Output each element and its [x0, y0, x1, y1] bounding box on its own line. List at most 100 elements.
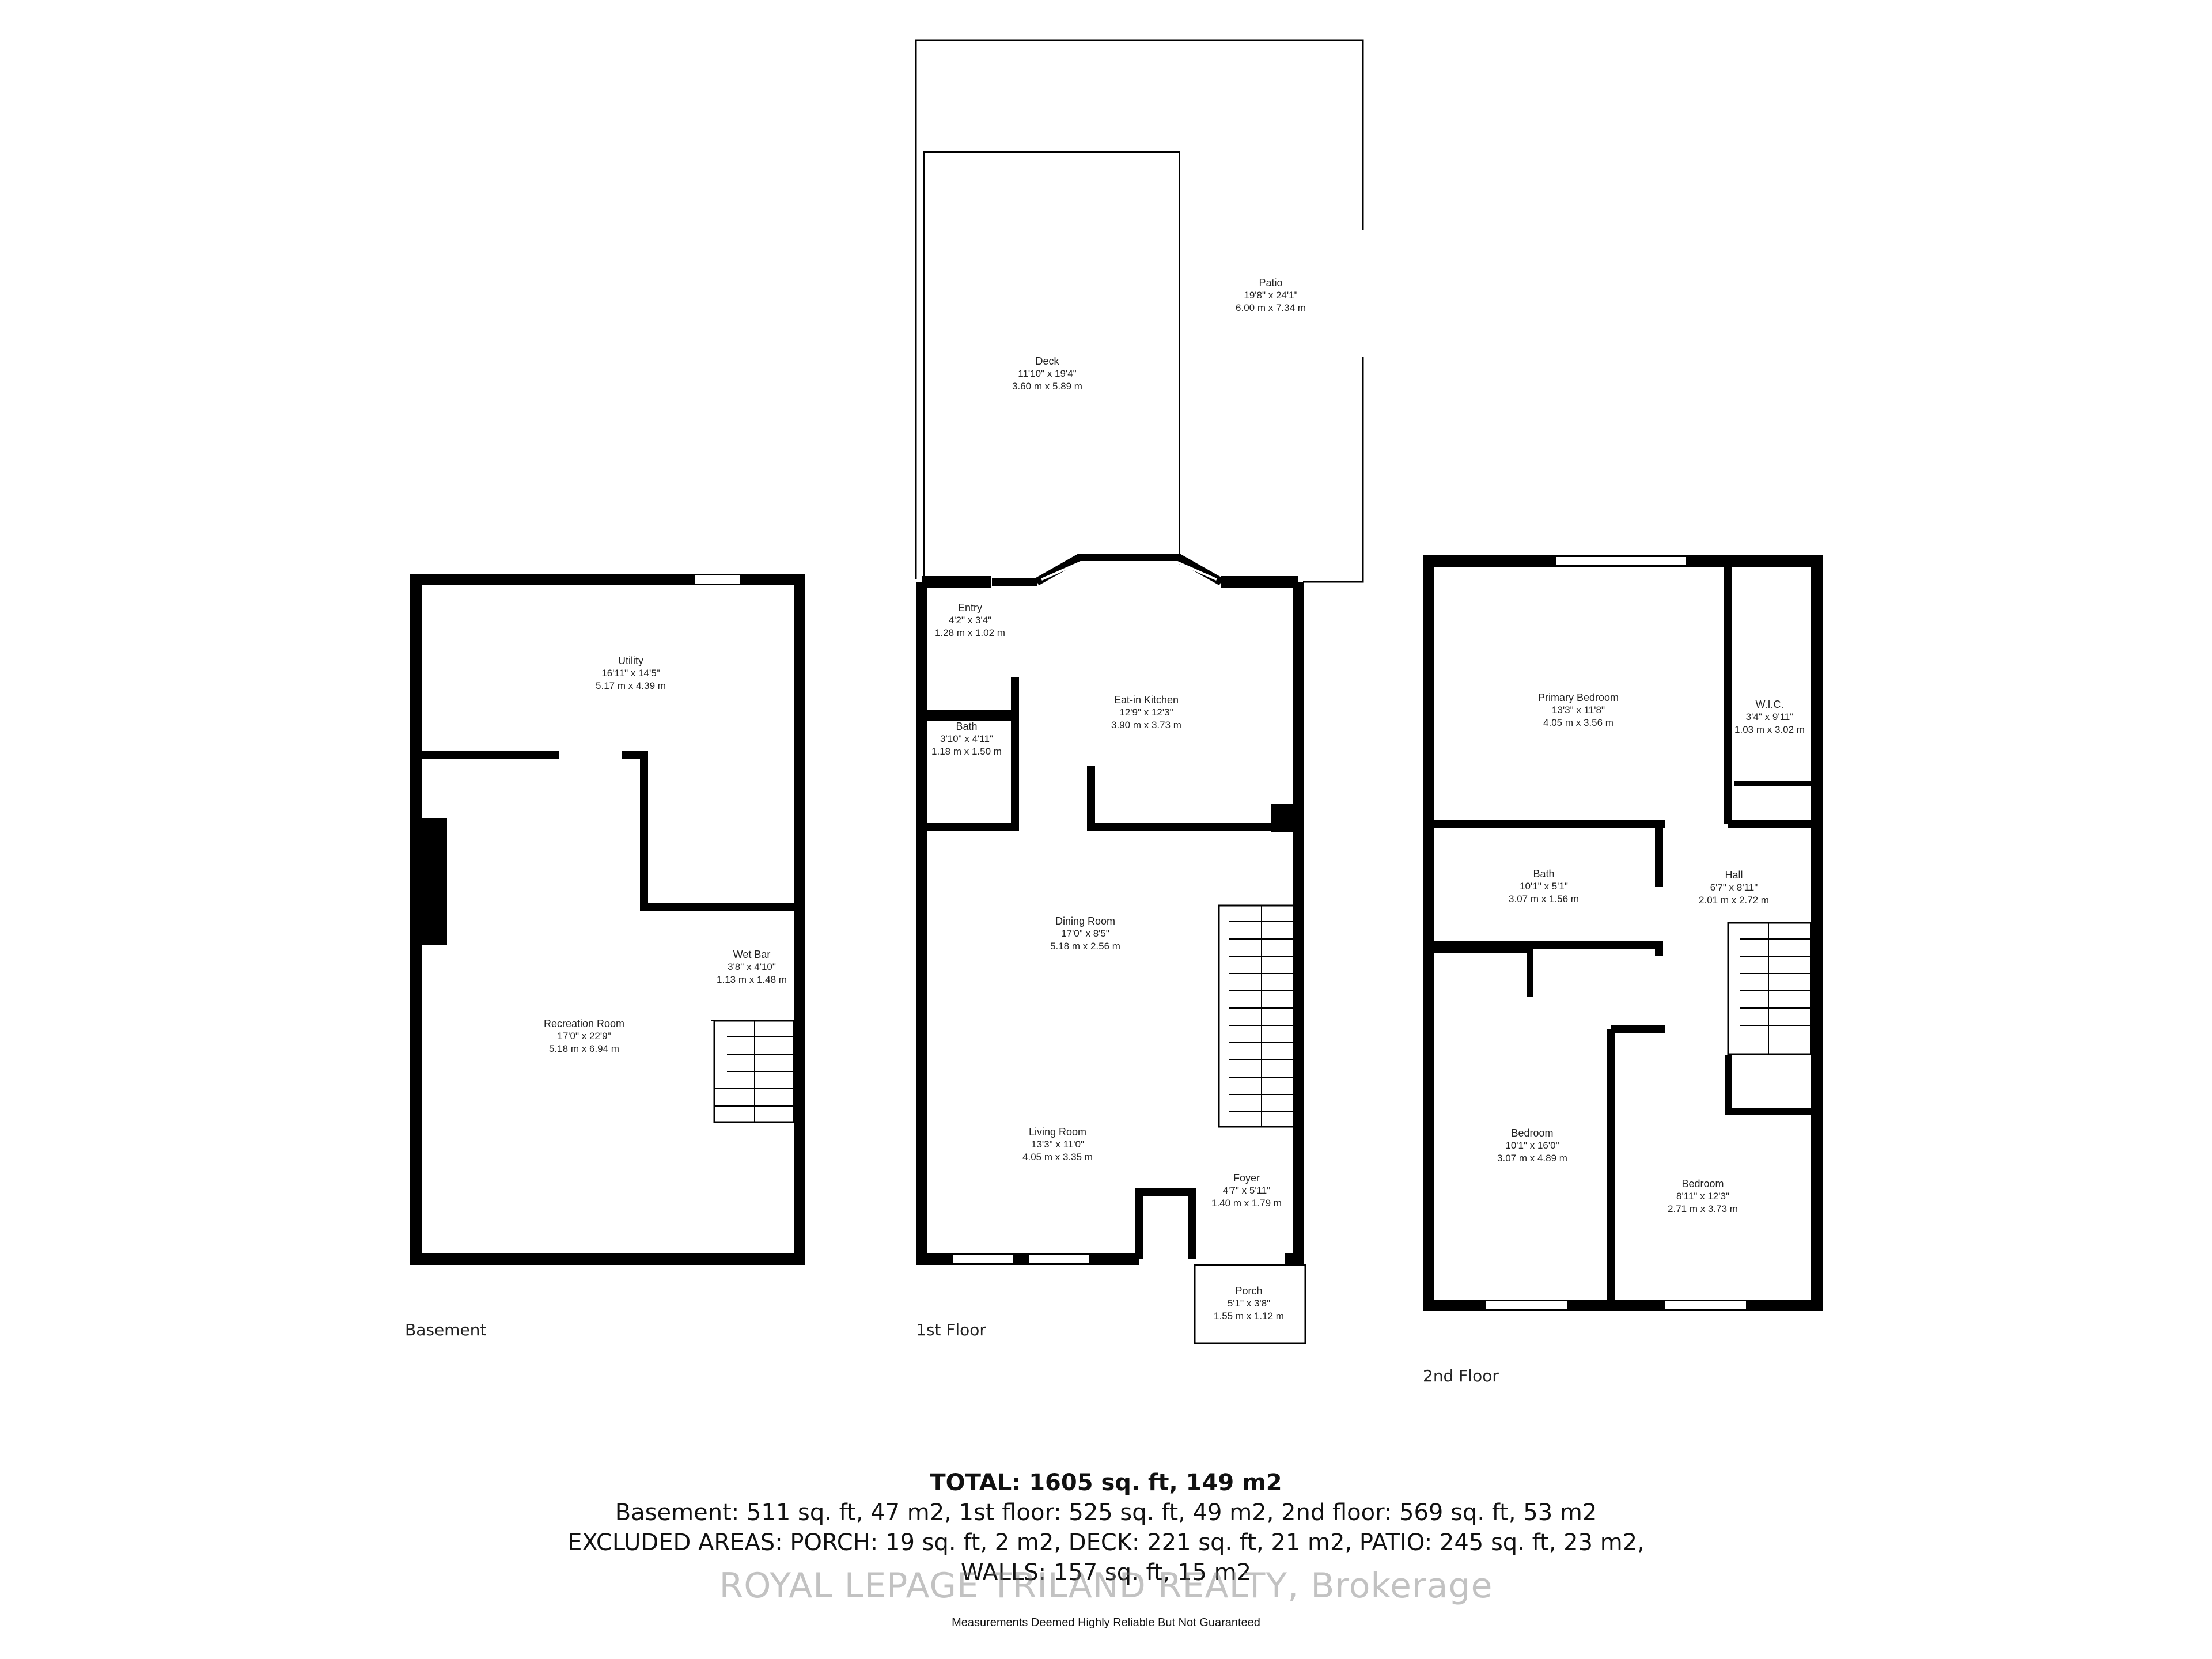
first-floor-outer-wall-right: [1285, 582, 1304, 1265]
room-label-entry: Entry 4'2" x 3'4" 1.28 m x 1.02 m: [935, 601, 1005, 639]
room-name: Bedroom: [1511, 1127, 1554, 1139]
first-floor-plan: [915, 39, 1364, 1344]
room-size-imperial: 8'11" x 12'3": [1676, 1191, 1729, 1202]
room-size-metric: 3.60 m x 5.89 m: [1012, 381, 1082, 392]
kitchen-pillar: [1271, 804, 1298, 832]
area-summary: TOTAL: 1605 sq. ft, 149 m2 Basement: 511…: [0, 1468, 2212, 1588]
room-size-imperial: 4'7" x 5'11": [1222, 1185, 1271, 1196]
room-size-imperial: 3'10" x 4'11": [940, 733, 993, 744]
room-name: Primary Bedroom: [1537, 692, 1619, 703]
room-label-eat-in-kitchen: Eat-in Kitchen 12'9" x 12'3" 3.90 m x 3.…: [1111, 694, 1181, 732]
room-name: Recreation Room: [543, 1018, 625, 1029]
kitchen-wall: [1087, 766, 1273, 831]
room-size-imperial: 4'2" x 3'4": [948, 615, 992, 626]
room-name: Patio: [1259, 277, 1283, 289]
room-size-metric: 1.13 m x 1.48 m: [717, 974, 787, 985]
room-size-imperial: 10'1" x 16'0": [1505, 1140, 1559, 1151]
primary-window: [1555, 556, 1687, 566]
bedroom1-window: [1484, 1300, 1569, 1310]
room-label-porch: Porch 5'1" x 3'8" 1.55 m x 1.12 m: [1214, 1285, 1284, 1323]
living-window-2: [1028, 1254, 1090, 1264]
room-name: Deck: [1035, 355, 1059, 367]
floor-label-2nd-floor: 2nd Floor: [1423, 1366, 1499, 1385]
fireplace: [422, 818, 447, 945]
room-label-bath-2nd: Bath 10'1" x 5'1" 3.07 m x 1.56 m: [1509, 868, 1579, 906]
room-label-wet-bar: Wet Bar 3'8" x 4'10" 1.13 m x 1.48 m: [717, 948, 787, 986]
room-label-hall: Hall 6'7" x 8'11" 2.01 m x 2.72 m: [1699, 869, 1769, 907]
walls-area: WALLS: 157 sq. ft, 15 m2: [960, 1559, 1252, 1586]
bay-window-glass: [1041, 561, 1217, 581]
room-label-recreation-room: Recreation Room 17'0" x 22'9" 5.18 m x 6…: [544, 1017, 624, 1055]
room-name: Living Room: [1028, 1126, 1087, 1138]
room-size-metric: 3.07 m x 1.56 m: [1509, 893, 1579, 904]
total-area: TOTAL: 1605 sq. ft, 149 m2: [930, 1469, 1282, 1496]
room-size-metric: 1.55 m x 1.12 m: [1214, 1310, 1284, 1321]
foyer-closet-wall: [1135, 1188, 1196, 1259]
excluded-areas: EXCLUDED AREAS: PORCH: 19 sq. ft, 2 m2, …: [567, 1529, 1645, 1556]
room-size-metric: 6.00 m x 7.34 m: [1236, 302, 1306, 313]
room-size-metric: 2.71 m x 3.73 m: [1668, 1203, 1738, 1214]
basement-stair-treads: [714, 1021, 794, 1122]
bay-window: [1035, 554, 1224, 586]
entry-wall: [922, 677, 1019, 718]
room-size-metric: 1.03 m x 3.02 m: [1734, 724, 1805, 735]
room-size-imperial: 16'11" x 14'5": [601, 668, 660, 679]
room-label-foyer: Foyer 4'7" x 5'11" 1.40 m x 1.79 m: [1211, 1172, 1282, 1210]
brokerage-watermark: ROYAL LEPAGE TRILAND REALTY, Brokerage: [719, 1566, 1493, 1606]
room-size-metric: 3.90 m x 3.73 m: [1111, 719, 1181, 730]
room-size-imperial: 17'0" x 22'9": [557, 1031, 611, 1041]
room-size-metric: 2.01 m x 2.72 m: [1699, 895, 1769, 906]
second-floor-outer-wall: [1423, 555, 1823, 1311]
bath-wall: [922, 713, 1019, 831]
room-label-patio: Patio 19'8" x 24'1" 6.00 m x 7.34 m: [1236, 276, 1306, 315]
floor-label-basement: Basement: [405, 1320, 487, 1339]
utility-wall-2: [622, 751, 794, 911]
room-size-metric: 5.18 m x 6.94 m: [549, 1043, 619, 1054]
room-size-metric: 5.17 m x 4.39 m: [596, 680, 666, 691]
room-size-metric: 4.05 m x 3.56 m: [1543, 717, 1613, 728]
room-name: Hall: [1725, 869, 1743, 881]
room-label-primary-bedroom: Primary Bedroom 13'3" x 11'8" 4.05 m x 3…: [1538, 691, 1619, 729]
room-label-bedroom-2: Bedroom 8'11" x 12'3" 2.71 m x 3.73 m: [1668, 1177, 1738, 1215]
basement-plan: [410, 574, 805, 1265]
room-size-imperial: 11'10" x 19'4": [1018, 368, 1077, 379]
room-name: Wet Bar: [733, 949, 771, 960]
room-size-metric: 3.07 m x 4.89 m: [1497, 1153, 1567, 1164]
room-size-imperial: 6'7" x 8'11": [1710, 882, 1758, 893]
floor-label-1st-floor: 1st Floor: [916, 1320, 986, 1339]
room-name: Porch: [1235, 1285, 1263, 1297]
room-name: W.I.C.: [1755, 699, 1784, 710]
room-name: Eat-in Kitchen: [1113, 694, 1179, 706]
room-size-imperial: 19'8" x 24'1": [1244, 290, 1298, 301]
first-floor-stairs: [1218, 904, 1300, 1128]
room-size-imperial: 5'1" x 3'8": [1227, 1298, 1271, 1309]
room-name: Foyer: [1233, 1172, 1260, 1184]
room-label-wic: W.I.C. 3'4" x 9'11" 1.03 m x 3.02 m: [1734, 698, 1805, 736]
room-size-metric: 1.40 m x 1.79 m: [1211, 1198, 1282, 1209]
room-name: Bath: [956, 721, 978, 732]
room-name: Dining Room: [1055, 915, 1116, 927]
room-label-living-room: Living Room 13'3" x 11'0" 4.05 m x 3.35 …: [1022, 1126, 1093, 1164]
patio-outline: [915, 39, 1364, 579]
room-name: Bath: [1533, 868, 1555, 880]
room-size-imperial: 13'3" x 11'0": [1031, 1139, 1084, 1150]
basement-outer-wall: [410, 574, 805, 1265]
measurement-disclaimer: Measurements Deemed Highly Reliable But …: [952, 1616, 1260, 1629]
room-size-metric: 5.18 m x 2.56 m: [1050, 941, 1120, 952]
patio-outline-2: [1303, 357, 1364, 583]
second-floor-plan: [1423, 555, 1823, 1311]
bedroom2-window: [1664, 1300, 1747, 1310]
room-size-metric: 1.28 m x 1.02 m: [935, 627, 1005, 638]
second-floor-stairs: [1727, 922, 1812, 1055]
room-size-imperial: 3'4" x 9'11": [1745, 711, 1794, 722]
room-size-imperial: 12'9" x 12'3": [1119, 707, 1173, 718]
room-label-bedroom-1: Bedroom 10'1" x 16'0" 3.07 m x 4.89 m: [1497, 1127, 1567, 1165]
hall-closet-wall: [1725, 1055, 1811, 1115]
room-label-deck: Deck 11'10" x 19'4" 3.60 m x 5.89 m: [1012, 355, 1082, 393]
bath-bottom-wall: [1434, 941, 1663, 956]
room-label-bath-1st: Bath 3'10" x 4'11" 1.18 m x 1.50 m: [931, 720, 1002, 758]
porch-outline: [1194, 1264, 1306, 1344]
first-floor-stair-treads: [1229, 906, 1298, 1127]
deck-outline: [923, 151, 1180, 579]
bedroom-closet-wall: [1434, 948, 1533, 997]
